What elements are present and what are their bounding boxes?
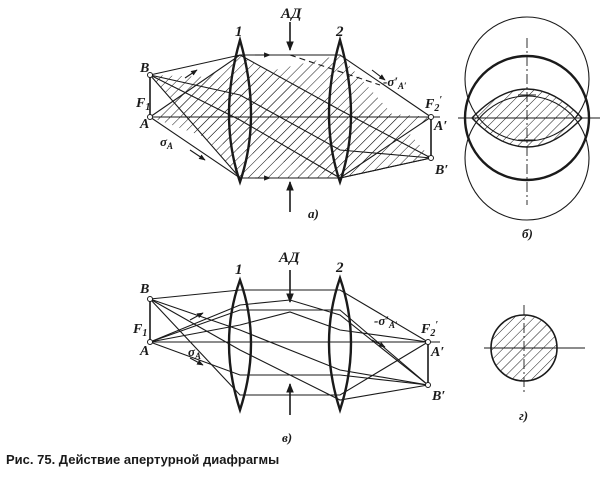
point-Aprime-a xyxy=(428,114,434,120)
label-F2-a: F2′ xyxy=(424,95,442,114)
panel-g-diagram: г) xyxy=(484,305,585,423)
label-Aprime-a: A′ xyxy=(433,119,447,134)
label-aperture-stop-a: АД xyxy=(280,6,302,22)
panel-label-b: б) xyxy=(522,226,533,241)
label-F1-a: F1 xyxy=(135,96,150,113)
point-A-a xyxy=(147,114,153,120)
label-B-v: B xyxy=(139,282,149,297)
label-B-a: B xyxy=(139,61,149,76)
lens-1-v xyxy=(227,276,253,414)
arrow-v-1 xyxy=(189,312,204,321)
label-sigma-Aprime-v: -σ′A′ xyxy=(374,313,398,330)
ray-a-6 xyxy=(149,74,432,179)
label-sigma-A-v: σA xyxy=(188,344,201,361)
arrow-v-2 xyxy=(189,357,204,366)
point-B-a xyxy=(147,72,153,78)
point-Aprime-v xyxy=(425,339,431,345)
panel-v-diagram: АД 1 2 B A F1 F2′ A′ B′ σA -σ′A′ в) xyxy=(132,250,445,445)
point-Bprime-a xyxy=(428,155,434,161)
label-sigma-Aprime-a: -σ′A′ xyxy=(383,74,407,91)
arrow-a-3 xyxy=(184,69,198,79)
panel-a-diagram: АД 1 2 B A F1 F2′ A′ B′ σA -σ′A′ а) xyxy=(135,6,448,221)
label-A-v: A xyxy=(139,344,149,359)
label-A-a: A xyxy=(139,117,149,132)
panel-label-v: в) xyxy=(282,430,292,445)
arrow-a-4 xyxy=(189,149,206,161)
ray-a-dashed xyxy=(289,54,381,86)
label-Bprime-a: B′ xyxy=(434,163,448,178)
label-sigma-A-a: σA xyxy=(160,134,173,151)
arrow-v-3 xyxy=(371,339,386,348)
arrow-a-5 xyxy=(371,69,386,81)
lens-2-v xyxy=(327,274,353,414)
label-Bprime-v: B′ xyxy=(431,389,445,404)
panel-label-g: г) xyxy=(519,408,528,423)
lens-1-a xyxy=(227,35,253,186)
point-Bprime-v xyxy=(425,382,431,388)
point-B-v xyxy=(147,296,153,302)
ray-v-3 xyxy=(149,309,429,386)
label-aperture-stop-v: АД xyxy=(278,250,300,266)
label-F1-v: F1 xyxy=(132,322,147,339)
label-Aprime-v: A′ xyxy=(430,345,444,360)
point-A-v xyxy=(147,339,153,345)
ray-v-5 xyxy=(149,298,429,386)
beam-hatched-a2 xyxy=(150,55,431,178)
panel-label-a: а) xyxy=(308,206,319,221)
label-lens-2-v: 2 xyxy=(335,260,344,276)
ray-a-3 xyxy=(149,54,432,159)
label-lens-1-a: 1 xyxy=(235,24,243,40)
label-lens-1-v: 1 xyxy=(235,262,243,278)
ray-v-7 xyxy=(149,298,429,401)
panel-b-diagram: б) xyxy=(458,16,600,241)
label-lens-2-a: 2 xyxy=(335,24,344,40)
figure-caption: Рис. 75. Действие апертурной диафрагмы xyxy=(6,452,280,467)
label-F2-v: F2′ xyxy=(420,320,438,339)
ray-v-6 xyxy=(149,311,429,343)
ray-a-5 xyxy=(149,74,432,159)
lens-2-a xyxy=(327,35,353,186)
